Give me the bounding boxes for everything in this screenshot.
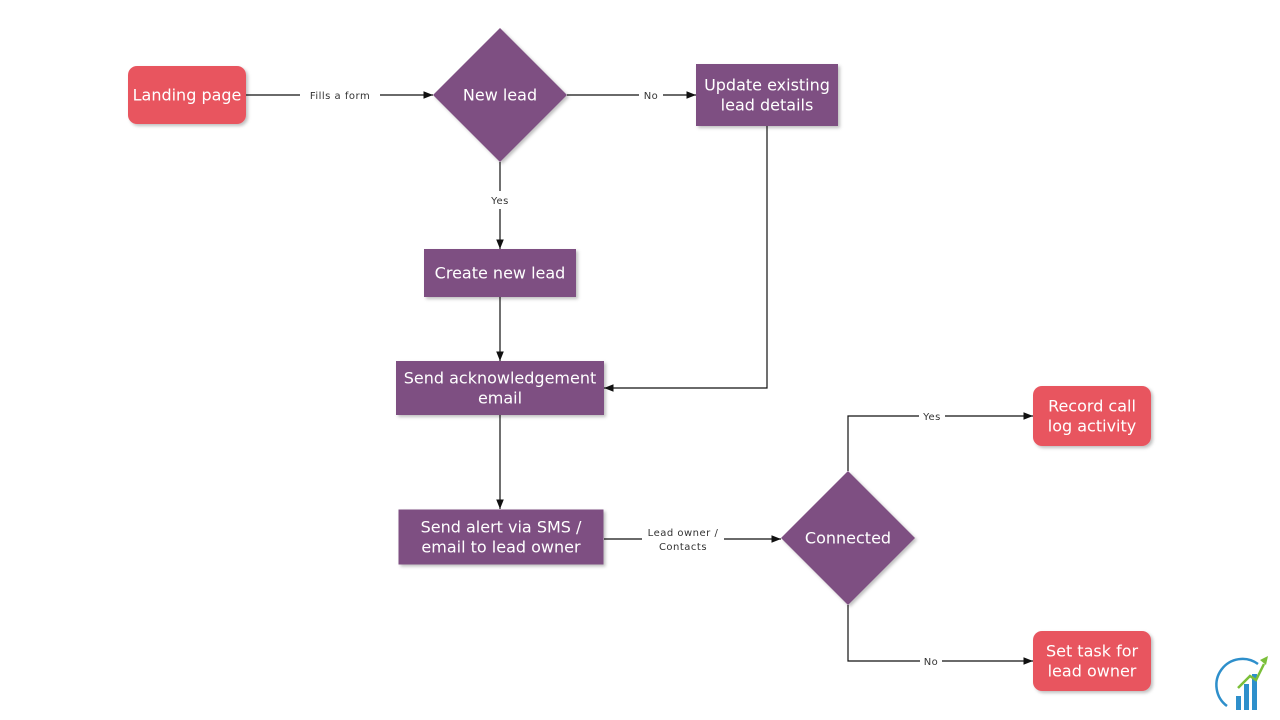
label-background	[919, 408, 945, 424]
edge-label-text: No	[924, 657, 939, 668]
terminal-box	[1033, 631, 1151, 691]
logo-bar	[1244, 684, 1249, 710]
edge-label-yes-record: Yes	[919, 408, 945, 424]
process-box	[424, 249, 576, 297]
logo-bar	[1236, 696, 1241, 710]
logo-swoosh	[1215, 657, 1259, 708]
edge-label-fills-a-form: Fills a form	[300, 87, 380, 103]
process-box	[396, 361, 604, 415]
label-background	[300, 87, 380, 103]
edge-label-lead-owner-contacts: Lead owner /Contacts	[642, 522, 724, 556]
edge-label-yes: Yes	[487, 191, 513, 209]
logo-trend-line	[1237, 663, 1266, 689]
logo-bar	[1252, 674, 1257, 710]
label-background	[487, 191, 513, 209]
edge-label-no: No	[639, 87, 663, 103]
decision-diamond	[781, 471, 915, 605]
edge-update-to-ack	[604, 126, 768, 392]
terminal-box	[128, 66, 246, 124]
edge-label-text: Yes	[490, 196, 509, 207]
edge-label-no-task: No	[920, 653, 942, 669]
node-connected[interactable]: Connected	[781, 471, 915, 605]
edge-label-text: No	[644, 91, 659, 102]
label-background	[642, 522, 724, 556]
node-label: Send alert via SMS /email to lead owner	[421, 518, 582, 557]
logo-arrowhead	[1260, 656, 1268, 665]
label-background	[639, 87, 663, 103]
terminal-box	[1033, 386, 1151, 446]
label-background	[920, 653, 942, 669]
node-send-alert[interactable]: Send alert via SMS /email to lead owner	[398, 509, 604, 565]
process-box	[398, 509, 604, 565]
edges-layer	[246, 91, 1033, 665]
edge-label-text: Yes	[922, 412, 941, 423]
edge-connected-to-record	[847, 412, 1033, 471]
decision-diamond	[433, 28, 567, 162]
edge-connected-to-task	[847, 605, 1033, 665]
node-new-lead[interactable]: New lead	[433, 28, 567, 162]
chart-logo-icon	[1215, 656, 1268, 710]
node-create-new-lead[interactable]: Create new lead	[424, 249, 576, 297]
edge-label-text: Fills a form	[310, 91, 370, 102]
edge-label-text: Lead owner /Contacts	[648, 528, 719, 553]
node-landing-page[interactable]: Landing page	[128, 66, 246, 124]
node-label: Connected	[805, 529, 891, 548]
process-box	[696, 64, 838, 126]
node-label: Landing page	[133, 86, 242, 105]
node-label: Create new lead	[435, 264, 566, 283]
node-label: New lead	[463, 86, 537, 105]
